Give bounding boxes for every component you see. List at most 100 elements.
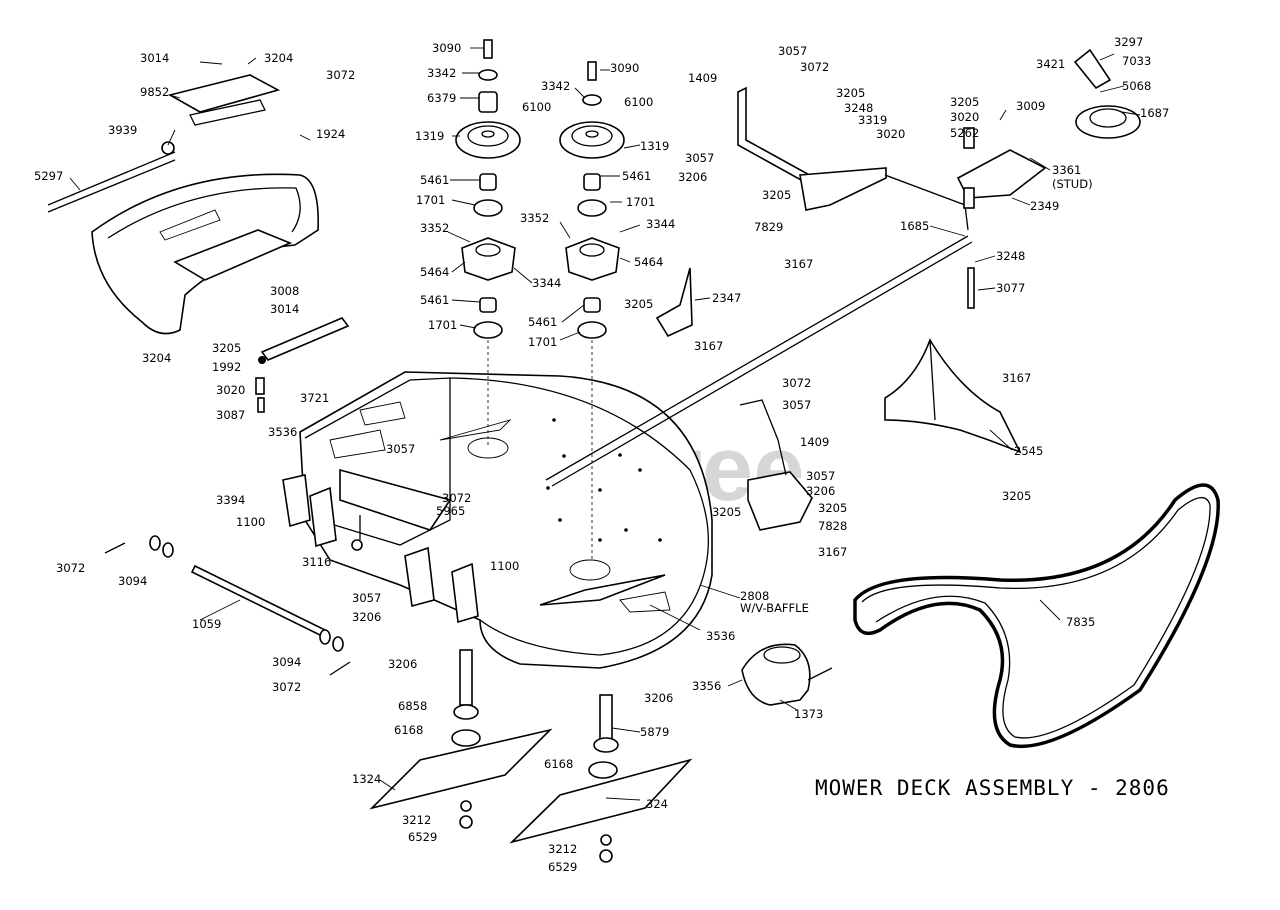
part-callouts: 3090 3342 6379 6100 1319 5461 1701 3352 … [34, 35, 1169, 874]
callout-3361: 3361 [1052, 163, 1081, 177]
callout-3072-e: 3072 [800, 60, 829, 74]
callout-1319-b: 1319 [640, 139, 669, 153]
callout-3090-b: 3090 [610, 61, 639, 75]
callout-3319: 3319 [858, 113, 887, 127]
callout-3248: 3248 [844, 101, 873, 115]
callout-3352-b: 3352 [520, 211, 549, 225]
callout-3167-b: 3167 [694, 339, 723, 353]
callout-9852: 9852 [140, 85, 169, 99]
callout-3008: 3008 [270, 284, 299, 298]
callout-3020: 3020 [216, 383, 245, 397]
callout-3352: 3352 [420, 221, 449, 235]
callout-3057-d: 3057 [685, 151, 714, 165]
leader-lines [69, 47, 1141, 801]
callout-7835: 7835 [1066, 615, 1095, 629]
callout-3205-f: 3205 [1002, 489, 1031, 503]
callout-3094-b: 3094 [272, 655, 301, 669]
callout-3072: 3072 [326, 68, 355, 82]
callout-5461-d: 5461 [528, 315, 557, 329]
callout-3072-d: 3072 [272, 680, 301, 694]
callout-1701-c: 1701 [626, 195, 655, 209]
callout-3205-b: 3205 [762, 188, 791, 202]
mower-deck-housing [299, 371, 713, 669]
callout-3342: 3342 [427, 66, 456, 80]
callout-5461-c: 5461 [622, 169, 651, 183]
callout-3167-d: 3167 [818, 545, 847, 559]
discharge-baffle [884, 338, 1022, 454]
callout-3204: 3204 [264, 51, 293, 65]
callout-5262: 5262 [950, 126, 979, 140]
callout-6529: 6529 [408, 830, 437, 844]
callout-6168: 6168 [394, 723, 423, 737]
callout-3072-c: 3072 [56, 561, 85, 575]
callout-3206-c: 3206 [806, 484, 835, 498]
callout-3020-b: 3020 [950, 110, 979, 124]
drive-belt [853, 483, 1220, 749]
callout-1373: 1373 [794, 707, 823, 721]
callout-3206: 3206 [352, 610, 381, 624]
callout-3167: 3167 [784, 257, 813, 271]
callout-3090: 3090 [432, 41, 461, 55]
callout-3087: 3087 [216, 408, 245, 422]
callout-3356: 3356 [692, 679, 721, 693]
idler-linkage [545, 48, 1141, 487]
callout-1701: 1701 [416, 193, 445, 207]
callout-3057-e: 3057 [782, 398, 811, 412]
callout-3205-h: 3205 [818, 501, 847, 515]
callout-3248-b: 3248 [996, 249, 1025, 263]
callout-3212: 3212 [402, 813, 431, 827]
callout-3205-d: 3205 [950, 95, 979, 109]
callout-3057-c: 3057 [778, 44, 807, 58]
callout-wv-baffle: W/V-BAFFLE [740, 601, 809, 615]
callout-3342-b: 3342 [541, 79, 570, 93]
callout-1701-b: 1701 [428, 318, 457, 332]
callout-324: 324 [646, 797, 668, 811]
callout-7829: 7829 [754, 220, 783, 234]
left-blade-assembly [369, 649, 553, 829]
callout-6168-b: 6168 [544, 757, 573, 771]
callout-3212-b: 3212 [548, 842, 577, 856]
callout-1924: 1924 [316, 127, 345, 141]
callout-3009: 3009 [1016, 99, 1045, 113]
callout-3072-f: 3072 [782, 376, 811, 390]
callout-3206-b: 3206 [678, 170, 707, 184]
callout-3206-e: 3206 [644, 691, 673, 705]
callout-1100: 1100 [236, 515, 265, 529]
callout-3167-c: 3167 [1002, 371, 1031, 385]
callout-3205-g: 3205 [712, 505, 741, 519]
callout-1100-b: 1100 [490, 559, 519, 573]
diagram-title: MOWER DECK ASSEMBLY - 2806 [815, 776, 1170, 800]
callout-5461: 5461 [420, 173, 449, 187]
callout-1685: 1685 [900, 219, 929, 233]
front-axle-rod [104, 535, 351, 676]
callout-6100-b: 6100 [624, 95, 653, 109]
callout-3094: 3094 [118, 574, 147, 588]
callout-3344-b: 3344 [646, 217, 675, 231]
callout-3057: 3057 [386, 442, 415, 456]
callout-3014-b: 3014 [270, 302, 299, 316]
callout-2808: 2808 [740, 589, 769, 603]
callout-1059: 1059 [192, 617, 221, 631]
callout-6858: 6858 [398, 699, 427, 713]
left-spindle-assembly [455, 39, 521, 445]
callout-3057-b: 3057 [352, 591, 381, 605]
callout-5297: 5297 [34, 169, 63, 183]
callout-1701-d: 1701 [528, 335, 557, 349]
callout-5879: 5879 [640, 725, 669, 739]
callout-6100: 6100 [522, 100, 551, 114]
callout-2349: 2349 [1030, 199, 1059, 213]
callout-2545: 2545 [1014, 444, 1043, 458]
callout-3205-e: 3205 [624, 297, 653, 311]
callout-2347: 2347 [712, 291, 741, 305]
callout-1409: 1409 [688, 71, 717, 85]
callout-3206-d: 3206 [388, 657, 417, 671]
callout-5464-b: 5464 [634, 255, 663, 269]
chute-mount-bracket [255, 317, 350, 413]
callout-5965: 5965 [436, 504, 465, 518]
callout-3077: 3077 [996, 281, 1025, 295]
callout-3204-b: 3204 [142, 351, 171, 365]
callout-3057-f: 3057 [806, 469, 835, 483]
callout-3205: 3205 [212, 341, 241, 355]
callout-5461-b: 5461 [420, 293, 449, 307]
